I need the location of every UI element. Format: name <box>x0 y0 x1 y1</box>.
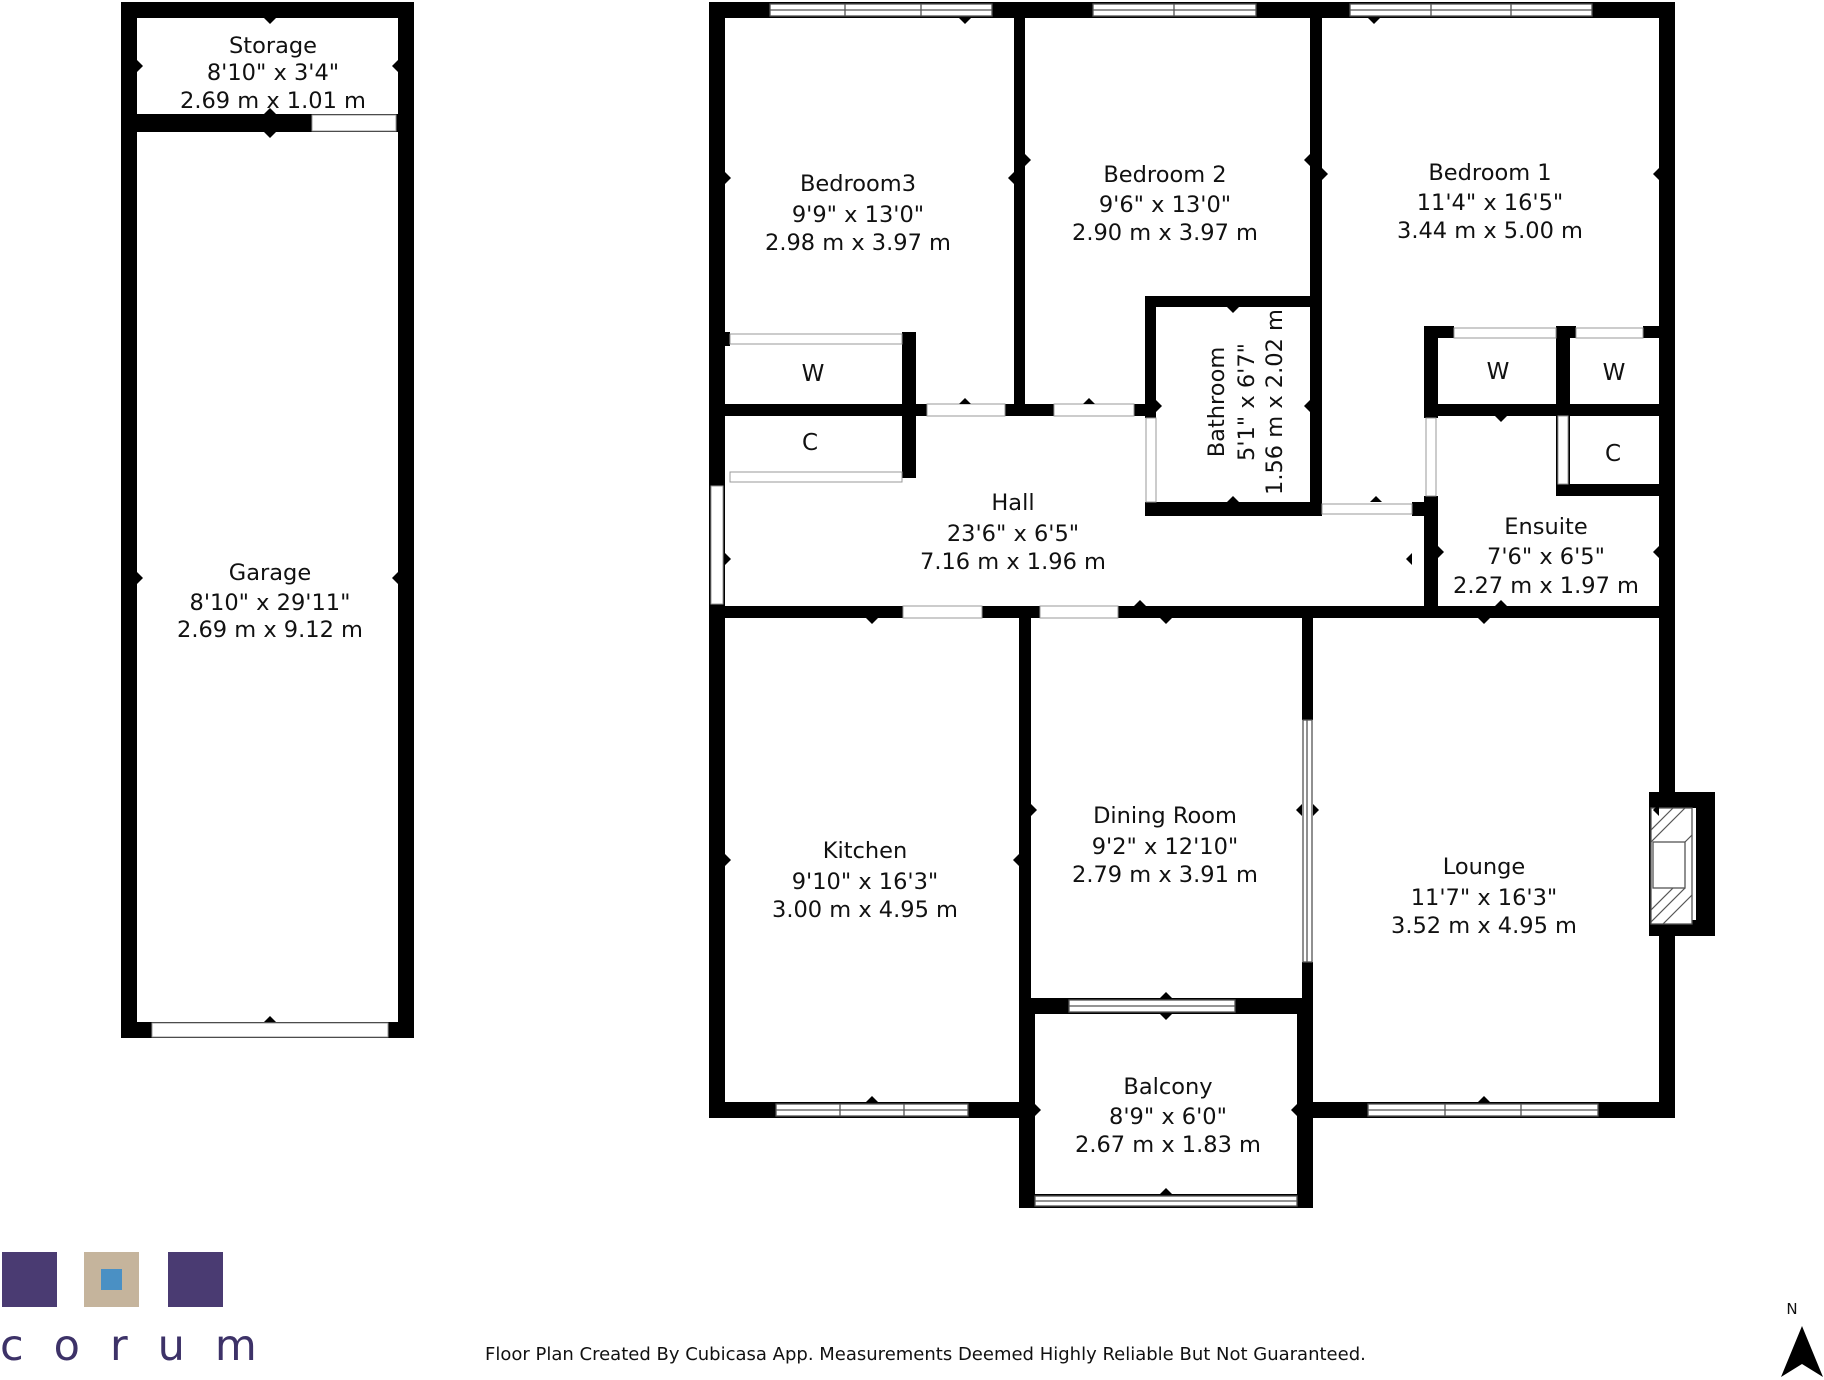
room-metric: 2.69 m x 9.12 m <box>177 617 363 643</box>
room-garage-label: Garage 8'10" x 29'11" 2.69 m x 9.12 m <box>177 560 363 643</box>
wardrobe-label: W <box>1603 360 1626 386</box>
room-storage-label: Storage 8'10" x 3'4" 2.69 m x 1.01 m <box>180 33 366 114</box>
garage-building <box>121 2 414 1038</box>
north-arrow-icon: N <box>1781 1300 1823 1377</box>
room-name: Storage <box>229 33 317 59</box>
room-name: Balcony <box>1123 1074 1212 1100</box>
room-imperial: 23'6" x 6'5" <box>947 521 1079 547</box>
room-name: Lounge <box>1443 854 1526 880</box>
room-hall-label: Hall 23'6" x 6'5" 7.16 m x 1.96 m <box>920 490 1106 575</box>
room-imperial: 11'7" x 16'3" <box>1411 885 1558 911</box>
north-label: N <box>1786 1300 1797 1318</box>
room-imperial: 8'10" x 3'4" <box>207 60 339 86</box>
room-metric: 3.44 m x 5.00 m <box>1397 218 1583 244</box>
room-name: Bedroom 2 <box>1103 162 1226 188</box>
logo-square-inner <box>101 1269 122 1290</box>
room-metric: 7.16 m x 1.96 m <box>920 549 1106 575</box>
cupboard-label: C <box>1605 441 1621 467</box>
room-bedroom3-label: Bedroom3 9'9" x 13'0" 2.98 m x 3.97 m <box>765 171 951 256</box>
room-imperial: 11'4" x 16'5" <box>1417 190 1564 216</box>
wardrobe-label: W <box>1487 359 1510 385</box>
dimension-ticks <box>137 18 1659 1194</box>
room-name: Hall <box>991 490 1034 516</box>
cupboard-label: C <box>802 430 818 456</box>
room-imperial: 9'2" x 12'10" <box>1092 834 1239 860</box>
room-ensuite-label: Ensuite 7'6" x 6'5" 2.27 m x 1.97 m <box>1453 514 1639 599</box>
fireplace <box>1650 807 1693 925</box>
room-metric: 2.98 m x 3.97 m <box>765 230 951 256</box>
logo-square-left <box>2 1252 57 1307</box>
room-bedroom2-label: Bedroom 2 9'6" x 13'0" 2.90 m x 3.97 m <box>1072 162 1258 246</box>
room-imperial: 8'10" x 29'11" <box>190 590 351 616</box>
room-imperial: 9'6" x 13'0" <box>1099 192 1231 218</box>
room-name: Bedroom3 <box>800 171 916 197</box>
room-metric: 2.27 m x 1.97 m <box>1453 573 1639 599</box>
room-metric: 1.56 m x 2.02 m <box>1262 309 1288 495</box>
room-imperial: 8'9" x 6'0" <box>1109 1104 1227 1130</box>
room-metric: 2.79 m x 3.91 m <box>1072 862 1258 888</box>
room-bedroom1-label: Bedroom 1 11'4" x 16'5" 3.44 m x 5.00 m <box>1397 160 1583 244</box>
room-metric: 2.67 m x 1.83 m <box>1075 1132 1261 1158</box>
windows <box>769 3 1599 1207</box>
room-balcony-label: Balcony 8'9" x 6'0" 2.67 m x 1.83 m <box>1075 1074 1261 1158</box>
room-name: Dining Room <box>1093 803 1237 829</box>
wardrobe-label: W <box>802 361 825 387</box>
room-kitchen-label: Kitchen 9'10" x 16'3" 3.00 m x 4.95 m <box>772 838 958 923</box>
room-imperial: 5'1" x 6'7" <box>1234 343 1260 461</box>
room-name: Ensuite <box>1504 514 1587 540</box>
room-imperial: 9'10" x 16'3" <box>792 869 939 895</box>
room-name: Kitchen <box>823 838 908 864</box>
room-lounge-label: Lounge 11'7" x 16'3" 3.52 m x 4.95 m <box>1391 854 1577 939</box>
room-name: Garage <box>229 560 311 586</box>
room-metric: 2.90 m x 3.97 m <box>1072 220 1258 246</box>
room-imperial: 9'9" x 13'0" <box>792 202 924 228</box>
brand-name: corum <box>0 1321 287 1371</box>
room-bathroom-label: Bathroom 5'1" x 6'7" 1.56 m x 2.02 m <box>1204 309 1288 495</box>
closet-labels: W C W W C <box>802 359 1626 467</box>
logo-square-right <box>168 1252 223 1307</box>
room-metric: 3.52 m x 4.95 m <box>1391 913 1577 939</box>
corum-logo: corum <box>0 1252 287 1371</box>
room-dining-label: Dining Room 9'2" x 12'10" 2.79 m x 3.91 … <box>1072 803 1258 888</box>
room-name: Bedroom 1 <box>1428 160 1551 186</box>
door-openings <box>710 327 1644 619</box>
footer-disclaimer: Floor Plan Created By Cubicasa App. Meas… <box>485 1344 1366 1365</box>
room-metric: 2.69 m x 1.01 m <box>180 88 366 114</box>
room-name: Bathroom <box>1204 347 1230 458</box>
room-metric: 3.00 m x 4.95 m <box>772 897 958 923</box>
room-imperial: 7'6" x 6'5" <box>1487 544 1605 570</box>
